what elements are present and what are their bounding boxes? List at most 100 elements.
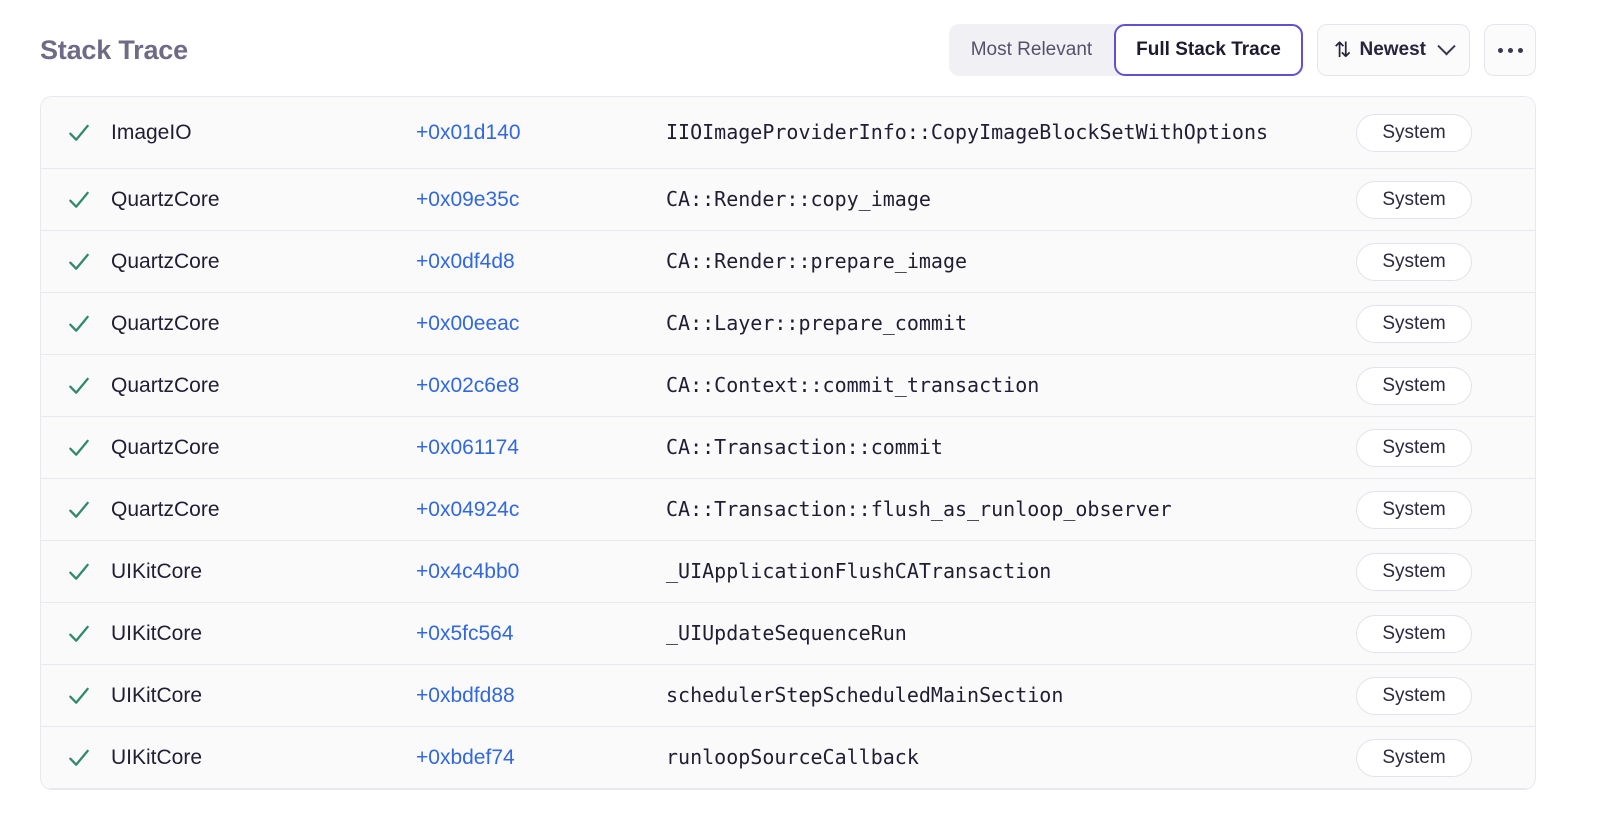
frame-origin-cell: System <box>1352 676 1512 715</box>
frame-status-cell <box>41 435 111 461</box>
frame-origin-cell: System <box>1352 242 1512 281</box>
check-icon <box>66 683 92 709</box>
sort-arrows-icon: ⇅ <box>1333 38 1352 62</box>
status-badge: System <box>1356 180 1472 219</box>
ellipsis-icon <box>1497 47 1503 53</box>
check-icon <box>66 559 92 585</box>
frame-origin-cell: System <box>1352 552 1512 591</box>
frame-origin-cell: System <box>1352 490 1512 529</box>
check-icon <box>66 373 92 399</box>
chevron-down-icon <box>1437 36 1456 55</box>
table-row[interactable]: UIKitCore +0x5fc564 _UIUpdateSequenceRun Sy… <box>41 603 1535 665</box>
function-symbol: runloopSourceCallback <box>666 745 919 770</box>
module-name: UIKitCore <box>111 621 203 645</box>
status-badge: System <box>1356 428 1472 467</box>
frame-origin-cell: System <box>1352 304 1512 343</box>
status-badge: System <box>1356 738 1472 777</box>
frame-address-link[interactable]: +0x00eeac <box>416 311 520 335</box>
status-badge: System <box>1356 490 1472 529</box>
frame-address-link[interactable]: +0x061174 <box>416 435 519 459</box>
function-symbol: IIOImageProviderInfo::CopyImageBlockSetW… <box>666 120 1269 145</box>
more-options-button[interactable] <box>1484 24 1536 76</box>
frame-origin-cell: System <box>1352 428 1512 467</box>
table-row[interactable]: QuartzCore +0x0df4d8 CA::Render::prepare_i… <box>41 231 1535 293</box>
frame-address-link[interactable]: +0xbdef74 <box>416 745 515 769</box>
status-badge: System <box>1356 676 1472 715</box>
function-symbol: CA::Context::commit_transaction <box>666 373 1040 398</box>
table-row[interactable]: QuartzCore +0x09e35c CA::Render::copy_imag… <box>41 169 1535 231</box>
check-icon <box>66 435 92 461</box>
function-symbol: _UIApplicationFlushCATransaction <box>666 559 1052 584</box>
check-icon <box>66 311 92 337</box>
table-row[interactable]: ImageIO +0x01d140 IIOImageProviderInfo::Co… <box>41 97 1535 169</box>
module-name: QuartzCore <box>111 435 220 459</box>
status-badge: System <box>1356 552 1472 591</box>
function-symbol: _UIUpdateSequenceRun <box>666 621 907 646</box>
module-name: QuartzCore <box>111 249 220 273</box>
module-name: UIKitCore <box>111 683 203 707</box>
module-name: UIKitCore <box>111 559 203 583</box>
frame-status-cell <box>41 373 111 399</box>
module-name: QuartzCore <box>111 187 220 211</box>
module-name: QuartzCore <box>111 497 220 521</box>
status-badge: System <box>1356 242 1472 281</box>
check-icon <box>66 120 92 146</box>
stack-view-segmented-control[interactable]: Most Relevant Full Stack Trace <box>948 24 1303 76</box>
frame-address-link[interactable]: +0x01d140 <box>416 120 521 144</box>
frame-origin-cell: System <box>1352 113 1512 152</box>
tab-full-stack-trace[interactable]: Full Stack Trace <box>1114 24 1303 76</box>
status-badge: System <box>1356 113 1472 152</box>
tab-most-relevant[interactable]: Most Relevant <box>949 24 1114 76</box>
function-symbol: CA::Layer::prepare_commit <box>666 311 968 336</box>
module-name: QuartzCore <box>111 311 220 335</box>
status-badge: System <box>1356 614 1472 653</box>
table-row[interactable]: QuartzCore +0x00eeac CA::Layer::prepare_co… <box>41 293 1535 355</box>
frame-address-link[interactable]: +0x02c6e8 <box>416 373 520 397</box>
panel-header: Stack Trace Most Relevant Full Stack Tra… <box>0 0 1614 96</box>
function-symbol: CA::Transaction::commit <box>666 435 943 460</box>
frame-status-cell <box>41 187 111 213</box>
check-icon <box>66 745 92 771</box>
frame-address-link[interactable]: +0x4c4bb0 <box>416 559 520 583</box>
frame-status-cell <box>41 120 111 146</box>
sort-button[interactable]: ⇅ Newest <box>1316 24 1470 76</box>
status-badge: System <box>1356 304 1472 343</box>
table-row[interactable]: UIKitCore +0xbdef74 runloopSourceCallback S… <box>41 727 1535 789</box>
frame-origin-cell: System <box>1352 738 1512 777</box>
check-icon <box>66 249 92 275</box>
frame-address-link[interactable]: +0x09e35c <box>416 187 520 211</box>
module-name: UIKitCore <box>111 745 203 769</box>
frame-address-link[interactable]: +0xbdfd88 <box>416 683 515 707</box>
frame-address-link[interactable]: +0x5fc564 <box>416 621 514 645</box>
stack-trace-table: ImageIO +0x01d140 IIOImageProviderInfo::Co… <box>40 96 1536 790</box>
frame-status-cell <box>41 683 111 709</box>
page-title: Stack Trace <box>40 34 188 65</box>
frame-origin-cell: System <box>1352 180 1512 219</box>
ellipsis-icon <box>1517 47 1523 53</box>
frame-address-link[interactable]: +0x04924c <box>416 497 520 521</box>
sort-button-label: Newest <box>1359 39 1426 60</box>
check-icon <box>66 187 92 213</box>
table-row[interactable]: UIKitCore +0xbdfd88 schedulerStepScheduled… <box>41 665 1535 727</box>
ellipsis-icon <box>1507 47 1513 53</box>
frame-status-cell <box>41 311 111 337</box>
header-controls: Most Relevant Full Stack Trace ⇅ Newest <box>948 24 1536 76</box>
module-name: ImageIO <box>111 120 192 144</box>
frame-status-cell <box>41 745 111 771</box>
function-symbol: schedulerStepScheduledMainSection <box>666 683 1064 708</box>
status-badge: System <box>1356 366 1472 405</box>
frame-origin-cell: System <box>1352 366 1512 405</box>
table-row[interactable]: QuartzCore +0x061174 CA::Transaction::comm… <box>41 417 1535 479</box>
function-symbol: CA::Render::prepare_image <box>666 249 968 274</box>
frame-origin-cell: System <box>1352 614 1512 653</box>
check-icon <box>66 497 92 523</box>
check-icon <box>66 621 92 647</box>
frame-status-cell <box>41 497 111 523</box>
frame-address-link[interactable]: +0x0df4d8 <box>416 249 515 273</box>
function-symbol: CA::Render::copy_image <box>666 187 931 212</box>
frame-status-cell <box>41 559 111 585</box>
table-row[interactable]: UIKitCore +0x4c4bb0 _UIApplicationFlushCAT… <box>41 541 1535 603</box>
